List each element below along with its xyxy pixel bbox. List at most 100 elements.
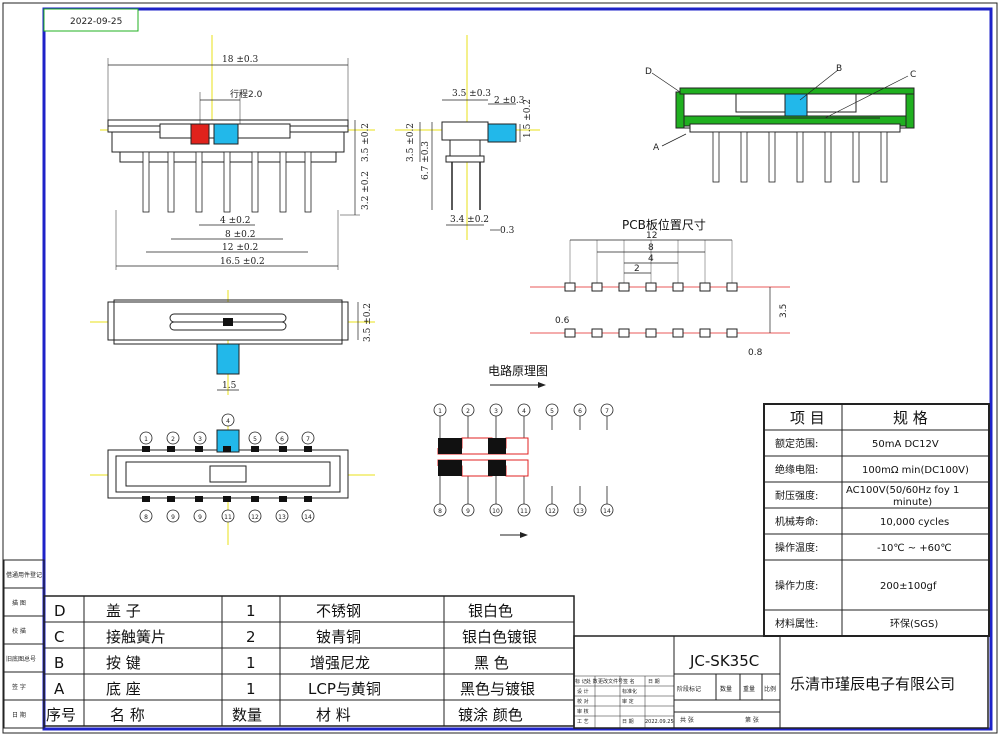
role-label: 工 艺 bbox=[577, 719, 589, 725]
pcb-pad bbox=[618, 328, 630, 338]
pad bbox=[195, 496, 203, 502]
pad bbox=[251, 446, 259, 452]
circuit-pin-number: 4 bbox=[517, 403, 531, 417]
bom-qty: 2 bbox=[246, 628, 256, 646]
dim-pitch-16-5: 16.5 ±0.2 bbox=[220, 257, 265, 267]
pad bbox=[142, 496, 150, 502]
pad bbox=[279, 496, 287, 502]
rev-label: 签 名 bbox=[623, 678, 635, 685]
svg-text:7: 7 bbox=[306, 436, 310, 443]
dim-side-width: 3.5 ±0.3 bbox=[452, 89, 491, 99]
bom-header: 镀涂 颜色 bbox=[458, 706, 523, 724]
pin-number: 8 bbox=[139, 509, 153, 523]
svg-text:6: 6 bbox=[578, 408, 582, 415]
svg-text:8: 8 bbox=[438, 508, 442, 515]
pin-number: 7 bbox=[301, 431, 315, 445]
spec-value: 50mA DC12V bbox=[872, 439, 939, 450]
part-number: JC-SK35C bbox=[689, 652, 759, 670]
dim-top-width: 3.5 ±0.2 bbox=[363, 303, 373, 342]
spec-key: 耐压强度: bbox=[775, 489, 818, 502]
side-label: 借通用件登记 bbox=[6, 571, 42, 579]
svg-text:11: 11 bbox=[520, 508, 528, 515]
svg-text:14: 14 bbox=[603, 508, 611, 515]
pcb-pad bbox=[672, 282, 684, 292]
pad bbox=[223, 446, 231, 452]
circuit-pin-number: 13 bbox=[573, 503, 587, 517]
revision-grid: 标 记 处 数 更改文件号 签 名 日 期 设 计 标准化 校 对 审 定 审 … bbox=[574, 675, 674, 728]
side-label: 校 描 bbox=[12, 627, 26, 635]
pin-number: 11 bbox=[221, 509, 235, 523]
bom-finish: 黑色与镀银 bbox=[460, 680, 535, 698]
role-label: 设 计 bbox=[577, 688, 589, 695]
svg-text:2: 2 bbox=[171, 436, 175, 443]
section-pin bbox=[880, 131, 888, 183]
bom-header: 材 料 bbox=[316, 706, 351, 724]
spec-value-cont: minute) bbox=[893, 497, 932, 508]
circuit-pin-number: 6 bbox=[573, 403, 587, 417]
role-date: 2022.09.25 bbox=[645, 719, 674, 725]
rev-label: 日 期 bbox=[648, 679, 660, 685]
bom-material: 增强尼龙 bbox=[310, 654, 370, 672]
dim-body-height: 3.5 ±0.2 bbox=[361, 123, 371, 162]
pin bbox=[279, 151, 287, 213]
svg-text:5: 5 bbox=[550, 408, 554, 415]
stage-label: 阶段标记 bbox=[677, 685, 701, 693]
spec-value: -10℃ ~ +60℃ bbox=[877, 543, 952, 554]
svg-text:1: 1 bbox=[438, 408, 442, 415]
spec-header-item: 项 目 bbox=[790, 409, 825, 427]
weight-label: 重量 bbox=[743, 685, 755, 693]
label-D: D bbox=[645, 67, 652, 77]
rev-label: 更改文件号 bbox=[598, 678, 623, 685]
spec-header-value: 规 格 bbox=[893, 409, 928, 427]
svg-text:2: 2 bbox=[466, 408, 470, 415]
pcb-pad bbox=[645, 328, 657, 338]
dim-knob-width: 1.5 bbox=[222, 381, 237, 391]
top-knob bbox=[216, 343, 240, 375]
pad bbox=[251, 496, 259, 502]
circuit-pin-number: 7 bbox=[600, 403, 614, 417]
company-name: 乐清市瑾辰电子有限公司 bbox=[790, 675, 955, 693]
bom-header: 名 称 bbox=[110, 706, 145, 724]
top-view: 3.5 ±0.2 1.5 bbox=[90, 290, 375, 395]
section-pins bbox=[712, 131, 888, 183]
title-block: JC-SK35C 阶段标记 数量 重量 比例 共 张 第 张 乐清市瑾辰电子有限… bbox=[573, 635, 989, 729]
circuit-bottom-pins: 8 9 10 11 12 13 14 bbox=[433, 476, 614, 517]
svg-text:14: 14 bbox=[304, 514, 312, 521]
circuit-pin-number: 9 bbox=[461, 503, 475, 517]
dim-pitch-4: 4 ±0.2 bbox=[220, 216, 250, 226]
date-box bbox=[43, 8, 139, 32]
section-pin bbox=[768, 131, 776, 183]
pcb-dim-0-8: 0.8 bbox=[748, 348, 763, 358]
pad bbox=[304, 446, 312, 452]
side-view: 3.5 ±0.3 2 ±0.3 1.5 ±0.2 3.5 ±0.2 6.7 ±0… bbox=[395, 35, 540, 240]
dim-pin-length: 3.2 ±0.2 bbox=[361, 171, 371, 210]
svg-text:10: 10 bbox=[492, 508, 500, 515]
pcb-pad bbox=[564, 282, 576, 292]
section-pin bbox=[712, 131, 720, 183]
svg-text:13: 13 bbox=[576, 508, 584, 515]
dim-side-h2: 6.7 ±0.3 bbox=[421, 141, 431, 180]
dim-side-knob-h: 1.5 ±0.2 bbox=[523, 99, 533, 138]
pcb-pad bbox=[726, 282, 738, 292]
role-label: 校 对 bbox=[577, 698, 589, 705]
pcb-pads bbox=[564, 240, 738, 338]
svg-text:6: 6 bbox=[280, 436, 284, 443]
role-label: 审 核 bbox=[577, 708, 589, 715]
pin bbox=[167, 151, 175, 213]
svg-text:9: 9 bbox=[466, 508, 470, 515]
spec-value: 环保(SGS) bbox=[890, 617, 938, 630]
svg-text:12: 12 bbox=[548, 508, 556, 515]
pin-number: 9 bbox=[193, 509, 207, 523]
spec-key: 机械寿命: bbox=[775, 515, 818, 528]
svg-text:8: 8 bbox=[144, 514, 148, 521]
label-A: A bbox=[653, 143, 660, 153]
pin-number: 12 bbox=[248, 509, 262, 523]
spec-key: 额定范围: bbox=[775, 437, 818, 450]
svg-text:5: 5 bbox=[253, 436, 257, 443]
pcb-dim-8: 8 bbox=[648, 243, 654, 253]
